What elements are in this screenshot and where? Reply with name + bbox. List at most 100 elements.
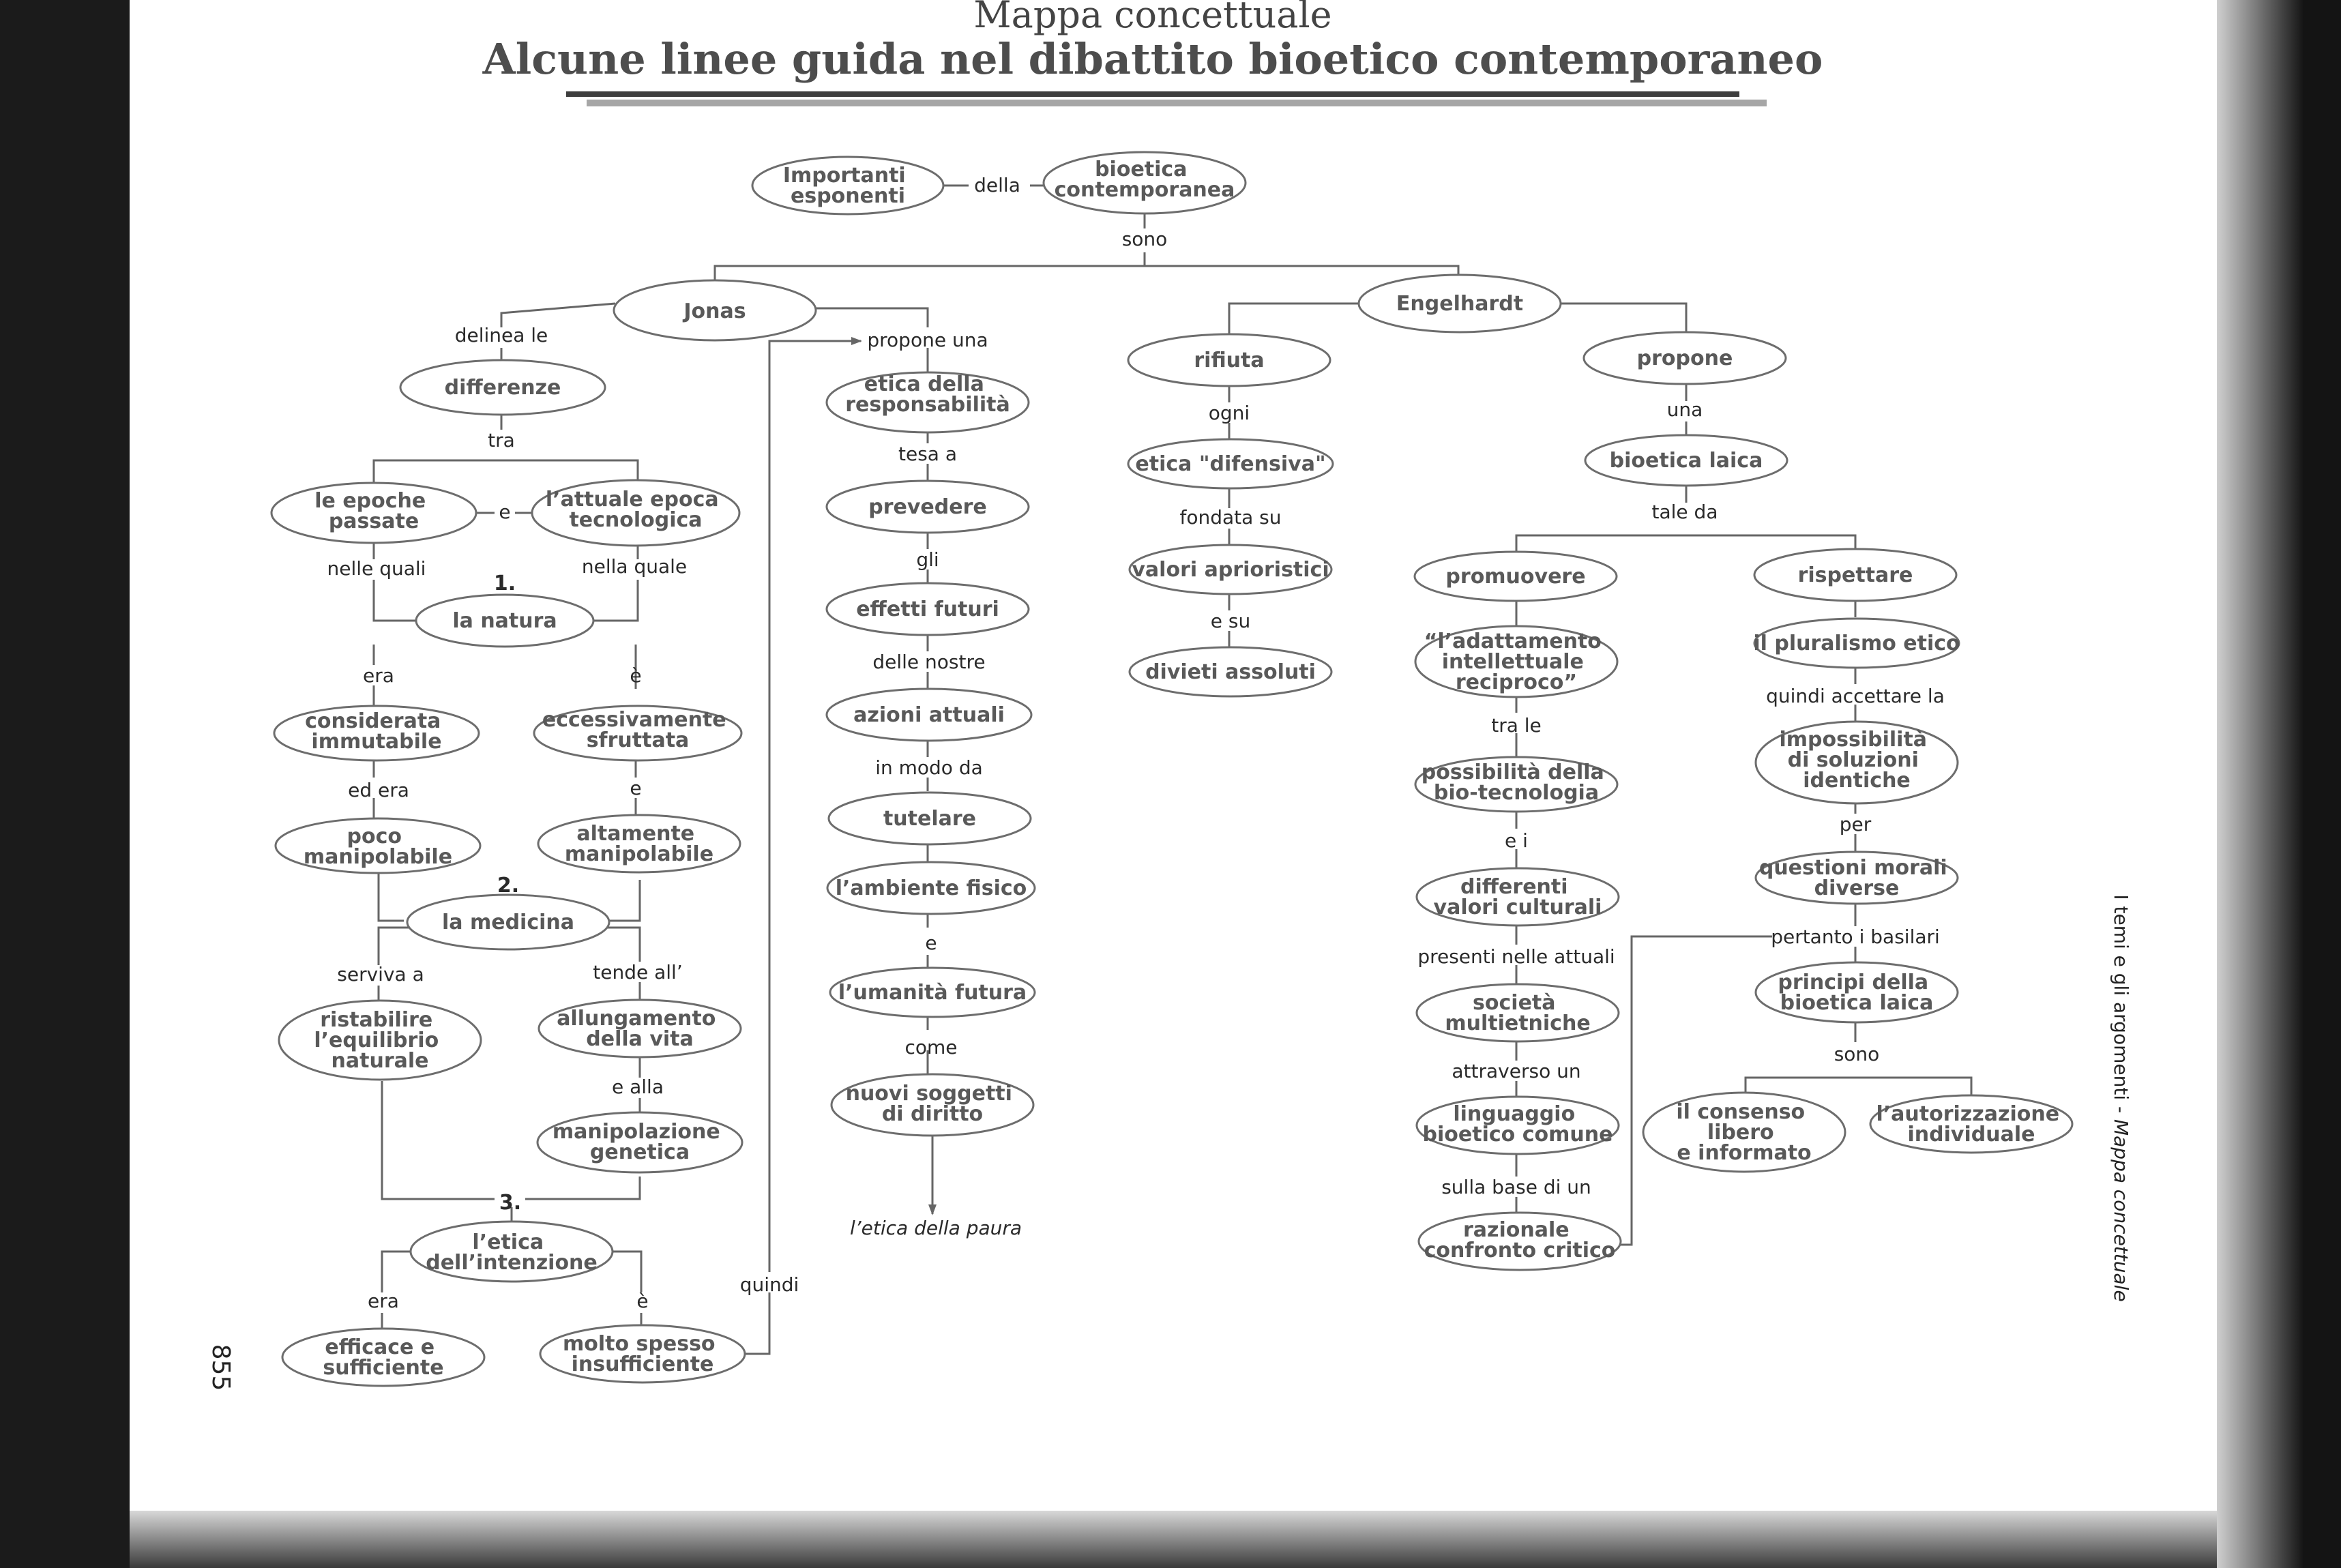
svg-text:la natura: la natura xyxy=(452,609,557,633)
svg-text:poco manipolabile: poco manipolabile xyxy=(304,825,452,869)
linking-words: della sono delinea le tra e nelle quali … xyxy=(327,174,1945,1312)
binding-shadow xyxy=(2217,0,2341,1568)
link-quindi-accettare-la: quindi accettare la xyxy=(1766,685,1945,707)
svg-text:allungamento della vita: allungamento della vita xyxy=(557,1007,723,1051)
svg-text:Engelhardt: Engelhardt xyxy=(1396,292,1523,316)
map-node-ambiente-fisico: l’ambiente fisico xyxy=(826,861,1036,915)
svg-text:bioetica laica: bioetica laica xyxy=(1610,449,1763,473)
map-node-prevedere: prevedere xyxy=(825,479,1030,534)
link-propone-una: propone una xyxy=(867,329,988,351)
map-node-differenti-valori: differenti valori culturali xyxy=(1415,867,1620,927)
title-underline xyxy=(566,91,1739,97)
link-una: una xyxy=(1667,398,1703,421)
title-underline-shadow xyxy=(587,100,1767,106)
link-ed-era: ed era xyxy=(348,779,409,801)
map-node-eccessivamente-sfruttata: eccessivamente sfruttata xyxy=(533,705,743,762)
svg-text:propone: propone xyxy=(1637,346,1733,370)
map-node-altamente-manipolabile: altamente manipolabile xyxy=(537,814,741,874)
svg-text:l’etica dell’intenzione: l’etica dell’intenzione xyxy=(426,1230,598,1275)
section-number-1: 1. xyxy=(494,572,516,595)
map-node-attuale-epoca: l’attuale epoca tecnologica xyxy=(531,479,741,547)
map-node-efficace-sufficiente: efficace e sufficiente xyxy=(281,1327,486,1387)
svg-text:linguaggio bioetico comu: linguaggio bioetico comune xyxy=(1423,1102,1613,1147)
svg-text:“l’adattamento intellett: “l’adattamento intellettuale reciproco” xyxy=(1424,630,1609,694)
link-e-su: e su xyxy=(1211,610,1250,632)
svg-text:efficace e sufficiente: efficace e sufficiente xyxy=(323,1335,443,1380)
section-number-2: 2. xyxy=(497,874,519,898)
link-tra: tra xyxy=(488,429,515,452)
link-ogni: ogni xyxy=(1209,402,1250,424)
map-node-etica-responsabilita: etica della responsabilità xyxy=(825,371,1030,434)
link-e-alla: e alla xyxy=(612,1076,664,1098)
map-node-razionale-confronto: razionale confronto critico xyxy=(1417,1211,1622,1271)
link-tesa-a: tesa a xyxy=(898,443,957,465)
link-in-modo-da: in modo da xyxy=(875,756,983,779)
map-node-autorizzazione-individuale: l’autorizzazione individuale xyxy=(1869,1094,2074,1154)
link-fondata-su: fondata su xyxy=(1179,506,1281,529)
link-quindi: quindi xyxy=(740,1273,799,1296)
link-e-accent-natura: è xyxy=(630,664,641,687)
svg-text:Importanti esponenti: Importanti esponenti xyxy=(783,164,913,208)
link-e-altamente: e xyxy=(630,777,641,799)
map-node-effetti-futuri: effetti futuri xyxy=(825,582,1030,636)
svg-text:divieti assoluti: divieti assoluti xyxy=(1145,660,1316,684)
link-presenti-nelle-attuali: presenti nelle attuali xyxy=(1417,945,1615,968)
svg-text:l’umanità futura: l’umanità futura xyxy=(838,981,1027,1005)
svg-text:l’ambiente fisico: l’ambiente fisico xyxy=(836,876,1027,900)
svg-text:il consenso libero: il consenso libero e informato xyxy=(1676,1100,1812,1165)
map-kicker: Mappa concettuale xyxy=(973,0,1331,36)
link-delle-nostre: delle nostre xyxy=(872,651,985,673)
link-serviva-a: serviva a xyxy=(337,963,424,986)
map-node-rifiuta: rifiuta xyxy=(1127,333,1331,387)
svg-text:società multietniche: società multietniche xyxy=(1445,991,1590,1035)
link-sono-principi: sono xyxy=(1834,1043,1880,1065)
map-node-bioetica-laica: bioetica laica xyxy=(1584,434,1788,487)
map-node-consenso-informato: il consenso libero e informato xyxy=(1642,1091,1846,1173)
svg-text:bioetica contemporanea: bioetica contemporanea xyxy=(1055,158,1235,202)
svg-text:ristabilire l’equilibrio: ristabilire l’equilibrio naturale xyxy=(314,1008,445,1073)
section-number-3: 3. xyxy=(499,1191,521,1215)
link-nella-quale: nella quale xyxy=(582,555,687,578)
map-node-epoche-passate: le epoche passate xyxy=(270,482,477,544)
map-node-natura: la natura xyxy=(415,593,595,648)
link-per: per xyxy=(1840,813,1872,835)
link-tende-all: tende all’ xyxy=(593,961,682,983)
link-e-epoche: e xyxy=(499,501,510,523)
page-bottom-edge xyxy=(130,1511,2251,1568)
map-node-medicina: la medicina xyxy=(406,893,610,951)
svg-text:il pluralismo etico: il pluralismo etico xyxy=(1753,632,1960,655)
link-tra-le: tra le xyxy=(1491,714,1542,737)
svg-text:altamente manipolabile: altamente manipolabile xyxy=(565,822,713,866)
svg-text:nuovi soggetti di diritt: nuovi soggetti di diritto xyxy=(846,1082,1020,1126)
map-node-promuovere: promuovere xyxy=(1413,550,1618,602)
svg-text:manipolazione genetica: manipolazione genetica xyxy=(553,1120,727,1164)
link-sono: sono xyxy=(1122,228,1168,250)
conclusion-etica-della-paura: l’etica della paura xyxy=(850,1217,1022,1239)
svg-text:promuovere: promuovere xyxy=(1445,565,1585,589)
map-node-bioetica-contemporanea: bioetica contemporanea xyxy=(1042,151,1247,215)
map-node-valori-aprioristici: valori aprioristici xyxy=(1128,544,1333,595)
map-node-umanita-futura: l’umanità futura xyxy=(829,966,1036,1018)
map-node-rispettare: rispettare xyxy=(1753,548,1958,602)
link-sulla-base-di-un: sulla base di un xyxy=(1441,1176,1591,1198)
map-node-ristabilire-equilibrio: ristabilire l’equilibrio naturale xyxy=(278,999,482,1081)
svg-text:valori aprioristici: valori aprioristici xyxy=(1132,558,1329,582)
link-e-i: e i xyxy=(1505,829,1528,852)
link-nelle-quali: nelle quali xyxy=(327,557,426,580)
link-della: della xyxy=(974,174,1020,196)
svg-text:differenze: differenze xyxy=(445,376,561,400)
svg-text:impossibilità di soluzio: impossibilità di soluzioni identiche xyxy=(1780,728,1934,793)
map-node-jonas: Jonas xyxy=(613,279,817,342)
map-node-adattamento-reciproco: “l’adattamento intellettuale reciproco” xyxy=(1414,625,1619,698)
link-attraverso-un: attraverso un xyxy=(1452,1060,1580,1082)
link-e-ambiente: e xyxy=(925,932,937,954)
link-era-intenzione: era xyxy=(368,1290,399,1312)
map-node-considerata-immutabile: considerata immutabile xyxy=(273,705,480,762)
map-node-nuovi-soggetti: nuovi soggetti di diritto xyxy=(830,1073,1035,1137)
link-e-accent-intenzione: è xyxy=(636,1290,648,1312)
link-pertanto-i-basilari: pertanto i basilari xyxy=(1771,926,1940,948)
map-node-questioni-morali: questioni morali diverse xyxy=(1754,850,1959,905)
map-node-manipolazione-genetica: manipolazione genetica xyxy=(536,1111,743,1174)
svg-text:effetti futuri: effetti futuri xyxy=(856,597,999,621)
map-node-allungamento-vita: allungamento della vita xyxy=(538,999,742,1059)
